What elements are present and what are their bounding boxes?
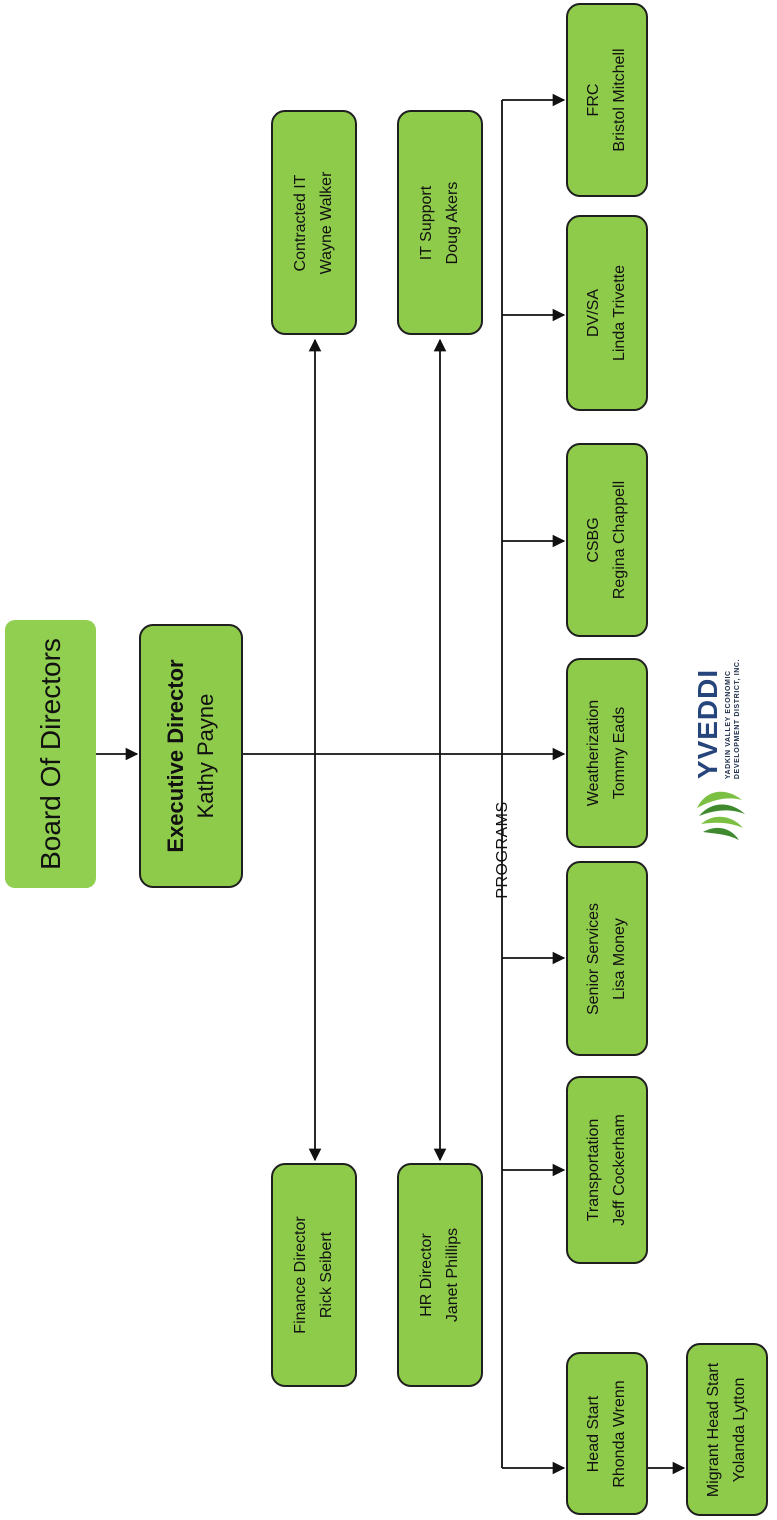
it-support-name: Doug Akers [444,181,461,264]
senior-services-label: Senior Services Lisa Money [581,902,633,1014]
csbg-title: CSBG [585,517,602,563]
executive-director-box: Executive Director Kathy Payne [139,624,243,888]
board-title: Board Of Directors [34,638,66,870]
head-start-label: Head Start Rhonda Wrenn [581,1380,633,1487]
weatherization-box: Weatherization Tommy Eads [566,658,648,848]
hr-director-box: HR Director Janet Phillips [397,1163,483,1387]
migrant-head-start-name: Yolanda Lytton [731,1377,748,1482]
logo-text: YVEDDI YADKIN VALLEY ECONOMIC DEVELOPMEN… [692,659,742,779]
contracted-it-box: Contracted IT Wayne Walker [271,110,357,335]
programs-label-text: PROGRAMS [494,801,511,899]
csbg-name: Regina Chappell [611,480,628,600]
head-start-name: Rhonda Wrenn [611,1379,628,1488]
logo-leaf-icon [697,791,745,840]
executive-label: Executive Director Kathy Payne [161,659,221,852]
contracted-it-name: Wayne Walker [318,171,335,274]
contracted-it-title: Contracted IT [292,174,309,271]
transportation-title: Transportation [585,1118,602,1222]
it-support-box: IT Support Doug Akers [397,110,483,335]
head-start-title: Head Start [585,1395,602,1472]
senior-services-box: Senior Services Lisa Money [566,861,648,1056]
frc-title: FRC [585,83,602,117]
transportation-label: Transportation Jeff Cockerham [581,1114,633,1226]
migrant-head-start-box: Migrant Head Start Yolanda Lytton [686,1343,768,1516]
board-label: Board Of Directors [34,638,68,870]
migrant-head-start-title: Migrant Head Start [705,1362,722,1497]
finance-director-title: Finance Director [292,1216,309,1334]
logo-title: YVEDDI [692,668,723,779]
it-support-title: IT Support [418,185,435,260]
hr-director-name: Janet Phillips [444,1227,461,1323]
contracted-it-label: Contracted IT Wayne Walker [288,171,340,274]
dvsa-label: DV/SA Linda Trivette [581,265,633,361]
logo-subtitle-line-2: DEVELOPMENT DISTRICT, INC. [734,658,741,779]
csbg-label: CSBG Regina Chappell [581,481,633,599]
hr-director-label: HR Director Janet Phillips [414,1228,466,1322]
dvsa-name: Linda Trivette [611,264,628,362]
head-start-box: Head Start Rhonda Wrenn [566,1352,648,1515]
csbg-box: CSBG Regina Chappell [566,443,648,637]
it-support-label: IT Support Doug Akers [414,181,466,264]
weatherization-label: Weatherization Tommy Eads [581,700,633,806]
transportation-name: Jeff Cockerham [611,1114,628,1226]
frc-box: FRC Bristol Mitchell [566,3,648,197]
logo-subtitle-line-1: YADKIN VALLEY ECONOMIC [725,670,732,779]
executive-name: Kathy Payne [193,693,218,819]
finance-director-name: Rick Seibert [318,1231,335,1319]
transportation-box: Transportation Jeff Cockerham [566,1076,648,1264]
finance-director-label: Finance Director Rick Seibert [288,1216,340,1333]
dvsa-box: DV/SA Linda Trivette [566,215,648,411]
finance-director-box: Finance Director Rick Seibert [271,1163,357,1387]
senior-services-title: Senior Services [585,902,602,1015]
migrant-head-start-label: Migrant Head Start Yolanda Lytton [701,1362,753,1496]
weatherization-name: Tommy Eads [611,706,628,800]
executive-title: Executive Director [163,659,188,853]
frc-label: FRC Bristol Mitchell [581,48,633,151]
programs-label: PROGRAMS [490,785,516,915]
yveddi-logo: YVEDDI YADKIN VALLEY ECONOMIC DEVELOPMEN… [662,618,772,858]
weatherization-title: Weatherization [585,699,602,807]
senior-services-name: Lisa Money [611,917,628,1000]
frc-name: Bristol Mitchell [611,48,628,152]
dvsa-title: DV/SA [585,289,602,338]
board-of-directors-box: Board Of Directors [5,620,96,888]
hr-director-title: HR Director [418,1233,435,1317]
